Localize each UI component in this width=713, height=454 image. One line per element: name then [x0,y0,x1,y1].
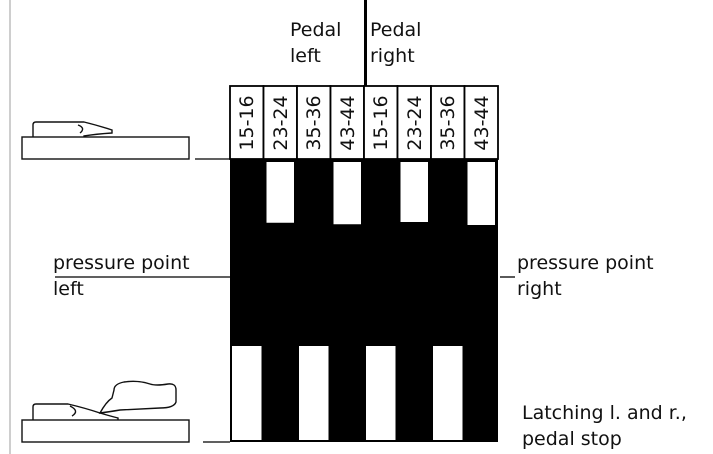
state-columns [230,159,498,442]
column-label: 23-24 [400,88,430,158]
latching-label: Latching l. and r., pedal stop [522,402,687,450]
upper-white-segment [266,162,294,223]
pedal-pressed-icon [21,380,190,443]
column-label: 15-16 [366,88,396,158]
lower-white-segment [299,346,329,440]
pedal-released-icon [21,121,190,160]
lower-white-segment [232,346,262,440]
pressure-point-right-label: pressure point right [517,252,654,300]
column-header-cell [296,85,332,160]
pedal-left-label: Pedal left [290,19,342,67]
lower-white-segment [433,346,463,440]
column-label-text: 35-36 [437,95,459,151]
upper-white-segment [333,162,361,225]
column-label-text: 23-24 [403,95,426,151]
column-label: 15-16 [232,88,262,158]
column-label-text: 35-36 [303,95,325,151]
column-header-cell [329,85,365,160]
upper-white-segment [467,162,495,225]
lower-white-segment [366,346,396,440]
column-header-cell [396,85,432,160]
column-header-cell [430,85,466,160]
column-label: 43-44 [333,88,363,158]
column-label-text: 15-16 [370,95,392,151]
column-label: 35-36 [299,88,329,158]
column-label: 43-44 [467,88,497,158]
column-header-row [229,85,499,160]
upper-white-segment [400,162,428,222]
column-label: 23-24 [266,88,296,158]
column-label-text: 15-16 [236,95,258,151]
column-label: 35-36 [433,88,463,158]
pedal-right-label: Pedal right [370,19,422,67]
column-label-text: 43-44 [336,95,359,151]
column-label-text: 23-24 [269,95,292,151]
column-label-text: 43-44 [470,95,493,151]
pressure-point-left-label: pressure point left [53,252,190,300]
